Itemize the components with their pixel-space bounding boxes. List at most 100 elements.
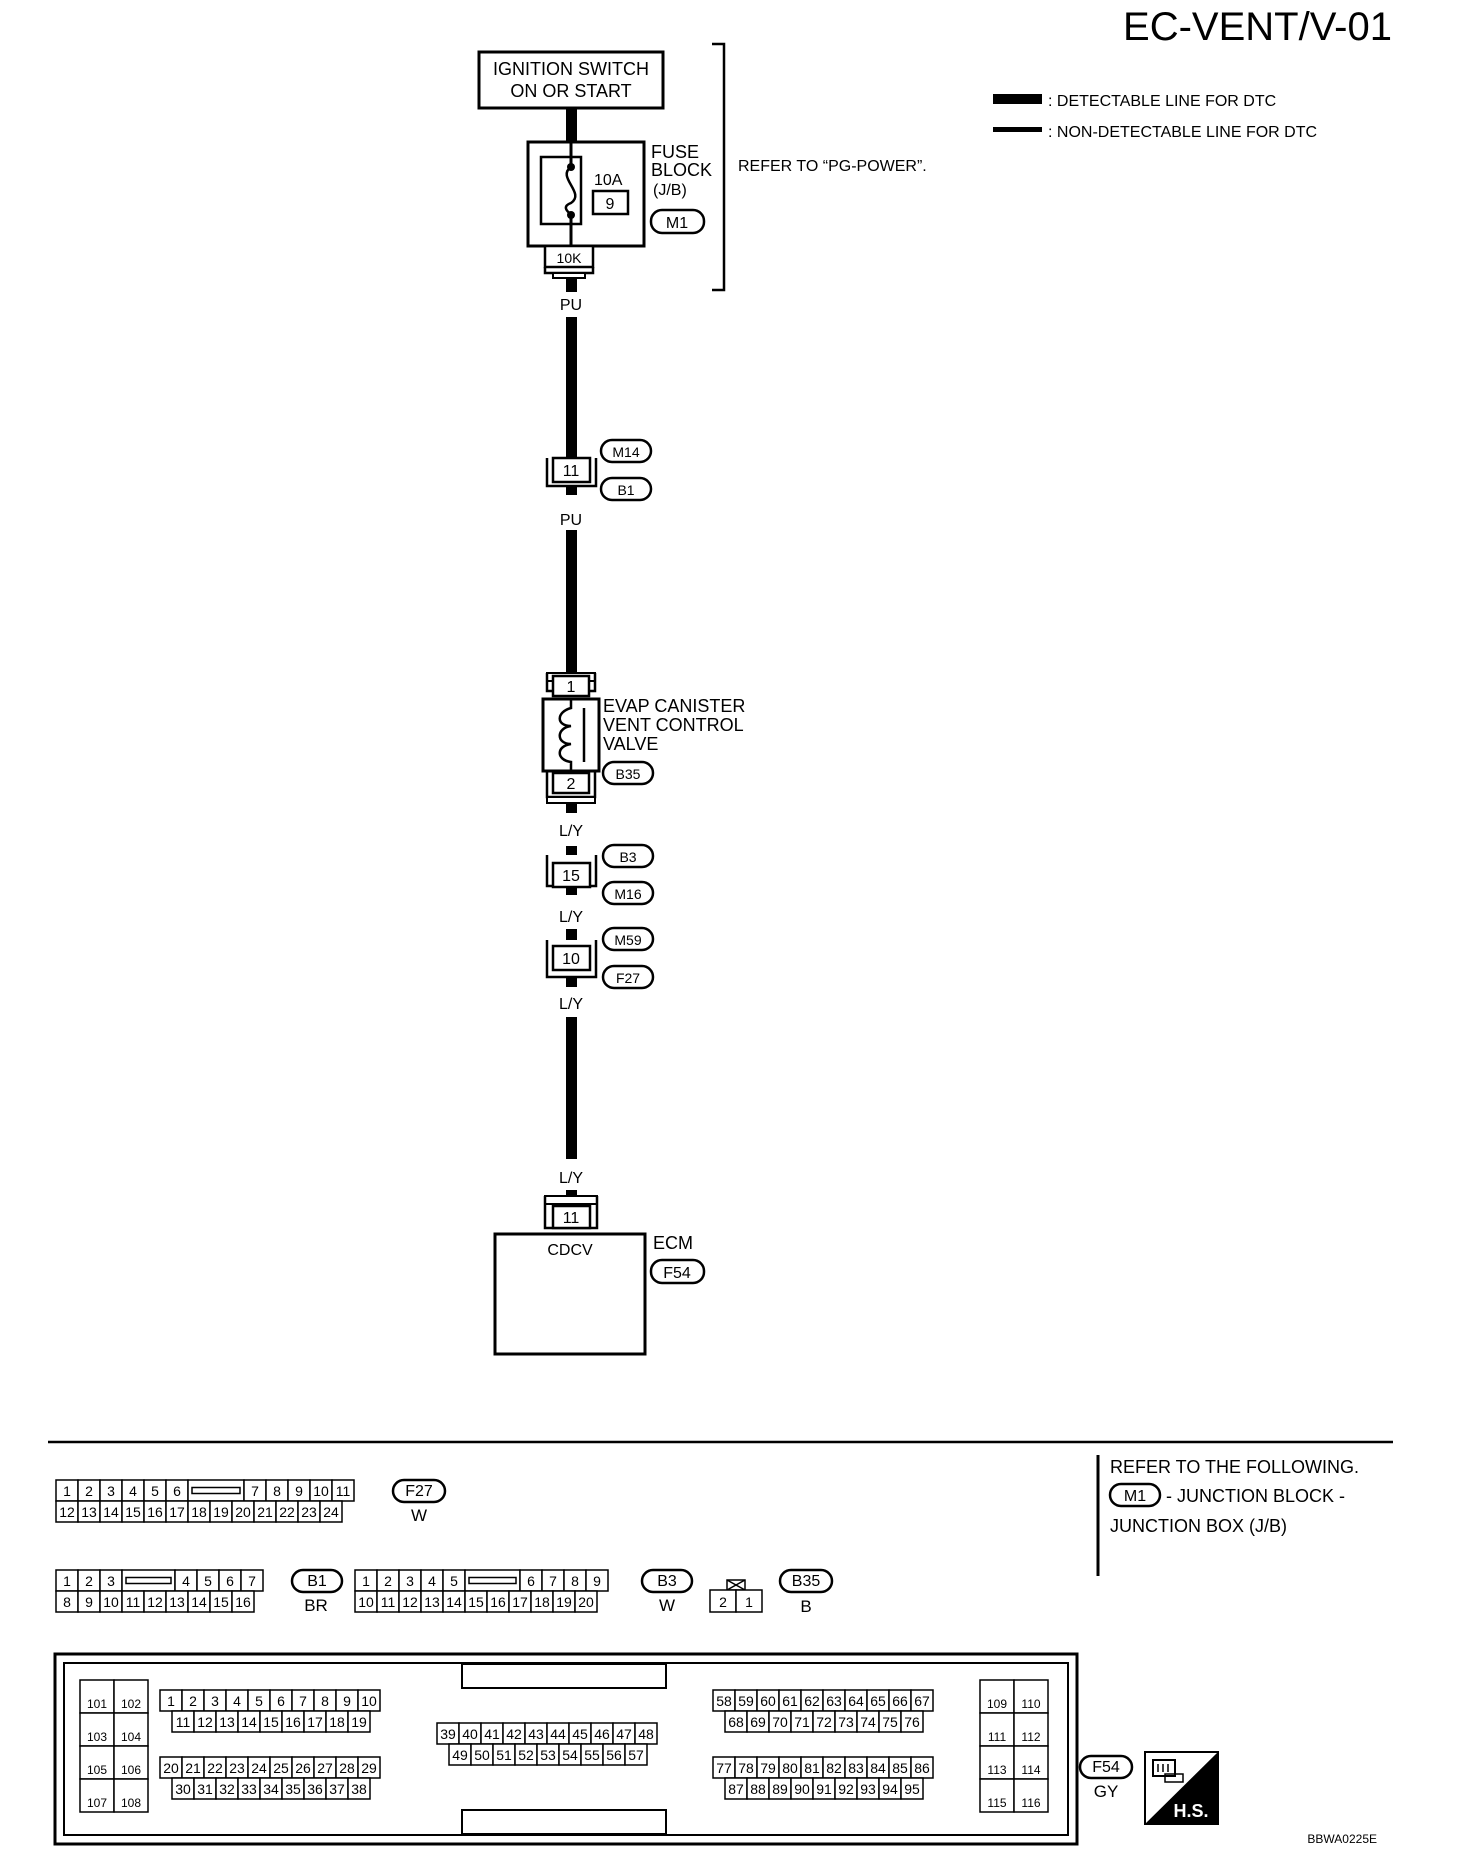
- b3-pin-label: 11: [381, 1594, 396, 1610]
- wire-segment: [566, 108, 577, 142]
- b1-pin-label: 11: [126, 1594, 141, 1610]
- f54-b-pin-label: 55: [584, 1747, 600, 1763]
- f54-b-pin-label: 49: [452, 1747, 468, 1763]
- b1-pin-label: 10: [103, 1594, 119, 1610]
- b3-pin-label: 13: [424, 1594, 440, 1610]
- f27-pin-label: 18: [191, 1504, 207, 1520]
- wire-segment: [566, 317, 577, 458]
- b1-cell: [231, 1590, 255, 1613]
- f54-c-pin-label: 68: [728, 1714, 744, 1730]
- f54-a-pin-label: 1: [167, 1693, 175, 1709]
- f27-pin-label: 6: [173, 1483, 181, 1499]
- f54-a-pin-label: 26: [295, 1760, 311, 1776]
- b1-pin-label: 8: [63, 1594, 71, 1610]
- hs-label: H.S.: [1173, 1801, 1208, 1821]
- f27-pin-label: 20: [235, 1504, 251, 1520]
- b3-pin-label: 8: [571, 1573, 579, 1589]
- b3-color: W: [659, 1596, 675, 1615]
- f54-right-pin-label: 109: [987, 1697, 1007, 1711]
- f54-a-pin-label: 36: [307, 1781, 323, 1797]
- f54-right-pin-label: 111: [988, 1730, 1007, 1744]
- junction1-top-connector: M14: [612, 444, 639, 460]
- b1-pin-label: 4: [182, 1573, 190, 1589]
- fuse-block-line3: (J/B): [653, 182, 687, 199]
- reference-line2: - JUNCTION BLOCK -: [1166, 1486, 1345, 1506]
- f54-a-pin-label: 37: [329, 1781, 345, 1797]
- b35-id-badge-label: B35: [792, 1573, 821, 1590]
- f54-a-pin-label: 38: [351, 1781, 367, 1797]
- b3-cell: [574, 1590, 598, 1613]
- f54-c-pin-label: 82: [826, 1760, 842, 1776]
- connector-latch: [125, 1576, 172, 1585]
- b3-pin-label: 20: [578, 1594, 594, 1610]
- valve-pin-2: 2: [567, 776, 576, 793]
- f54-a-pin-label: 15: [263, 1714, 279, 1730]
- f54-c-pin-label: 58: [716, 1693, 732, 1709]
- b1-pin-label: 2: [85, 1573, 93, 1589]
- f54-right-cell: [979, 1745, 1015, 1780]
- f27-pin-label: 3: [107, 1483, 115, 1499]
- f27-pin-label: 11: [336, 1483, 351, 1499]
- f54-a-pin-label: 13: [219, 1714, 235, 1730]
- f54-a-pin-label: 19: [351, 1714, 367, 1730]
- b3-pin-label: 6: [527, 1573, 535, 1589]
- f54-c-pin-label: 64: [848, 1693, 864, 1709]
- f27-pin-label: 13: [81, 1504, 97, 1520]
- f54-c-pin-label: 86: [914, 1760, 930, 1776]
- f54-c-pin-label: 69: [750, 1714, 766, 1730]
- connector-reference: REFER TO THE FOLLOWING. M1 - JUNCTION BL…: [1096, 1455, 1359, 1576]
- b3-pin-label: 1: [362, 1573, 370, 1589]
- wire-segment: [566, 846, 577, 855]
- f54-left-cell: [113, 1712, 149, 1747]
- legend-detectable-line: [993, 94, 1042, 104]
- f27-pin-label: 12: [59, 1504, 75, 1520]
- ecm-signal: CDCV: [547, 1242, 593, 1259]
- f54-a-pin-label: 22: [207, 1760, 223, 1776]
- f27-pin-label: 19: [213, 1504, 229, 1520]
- wire-color-ly-1: L/Y: [559, 823, 583, 840]
- legend: : DETECTABLE LINE FOR DTC : NON-DETECTAB…: [993, 93, 1317, 141]
- f27-id-badge-label: F27: [405, 1483, 433, 1500]
- f54-left-pin-label: 103: [87, 1730, 107, 1744]
- f54-c-pin-label: 74: [860, 1714, 876, 1730]
- f54-b-pin-label: 52: [518, 1747, 534, 1763]
- f54-c-pin-label: 63: [826, 1693, 842, 1709]
- reference-connector-id: M1: [1124, 1488, 1146, 1505]
- fuse-block-connector-id: M1: [666, 215, 688, 232]
- fuse-block-terminal: 10K: [557, 250, 583, 266]
- b1-id-badge: [290, 1568, 344, 1594]
- f54-b-pin-label: 40: [462, 1726, 478, 1742]
- f54-a-pin-label: 33: [241, 1781, 257, 1797]
- f54-left-pin-label: 108: [121, 1796, 141, 1810]
- f54-a-pin-label: 17: [307, 1714, 323, 1730]
- f54-b-pin-label: 42: [506, 1726, 522, 1742]
- b1-pin-label: 7: [248, 1573, 256, 1589]
- valve-label-line1: EVAP CANISTER: [603, 696, 745, 716]
- f54-c-pin-label: 90: [794, 1781, 810, 1797]
- f54-right-cell: [979, 1679, 1015, 1714]
- f54-left-cell: [79, 1778, 115, 1813]
- connector-latch: [468, 1576, 517, 1585]
- f54-c-pin-label: 73: [838, 1714, 854, 1730]
- wire-harness: [566, 108, 577, 1196]
- b1-pin-label: 5: [204, 1573, 212, 1589]
- ecm-label: ECM: [653, 1233, 693, 1253]
- ignition-switch-line1: IGNITION SWITCH: [493, 59, 649, 79]
- f54-top-key: [461, 1663, 667, 1689]
- f54-a-pin-label: 16: [285, 1714, 301, 1730]
- valve-pin-1: 1: [567, 679, 576, 696]
- ecm: 11 CDCV ECM F54: [493, 1195, 706, 1356]
- fuse-number: 9: [606, 196, 615, 213]
- evap-canister-vent-valve: 1 2 EVAP CANISTER VENT CONTROL VALVE B35: [541, 672, 745, 804]
- f54-b-pin-label: 53: [540, 1747, 556, 1763]
- f54-a-pin-label: 29: [361, 1760, 377, 1776]
- b3-pin-label: 16: [490, 1594, 506, 1610]
- fuse-block-line1: FUSE: [651, 142, 699, 162]
- f54-right-cell: [1013, 1712, 1049, 1747]
- f54-a-pin-label: 32: [219, 1781, 235, 1797]
- f54-right-pin-label: 115: [987, 1796, 1006, 1810]
- f54-bottom-key: [461, 1809, 667, 1835]
- f54-a-pin-label: 21: [185, 1760, 201, 1776]
- f54-left-cell: [79, 1712, 115, 1747]
